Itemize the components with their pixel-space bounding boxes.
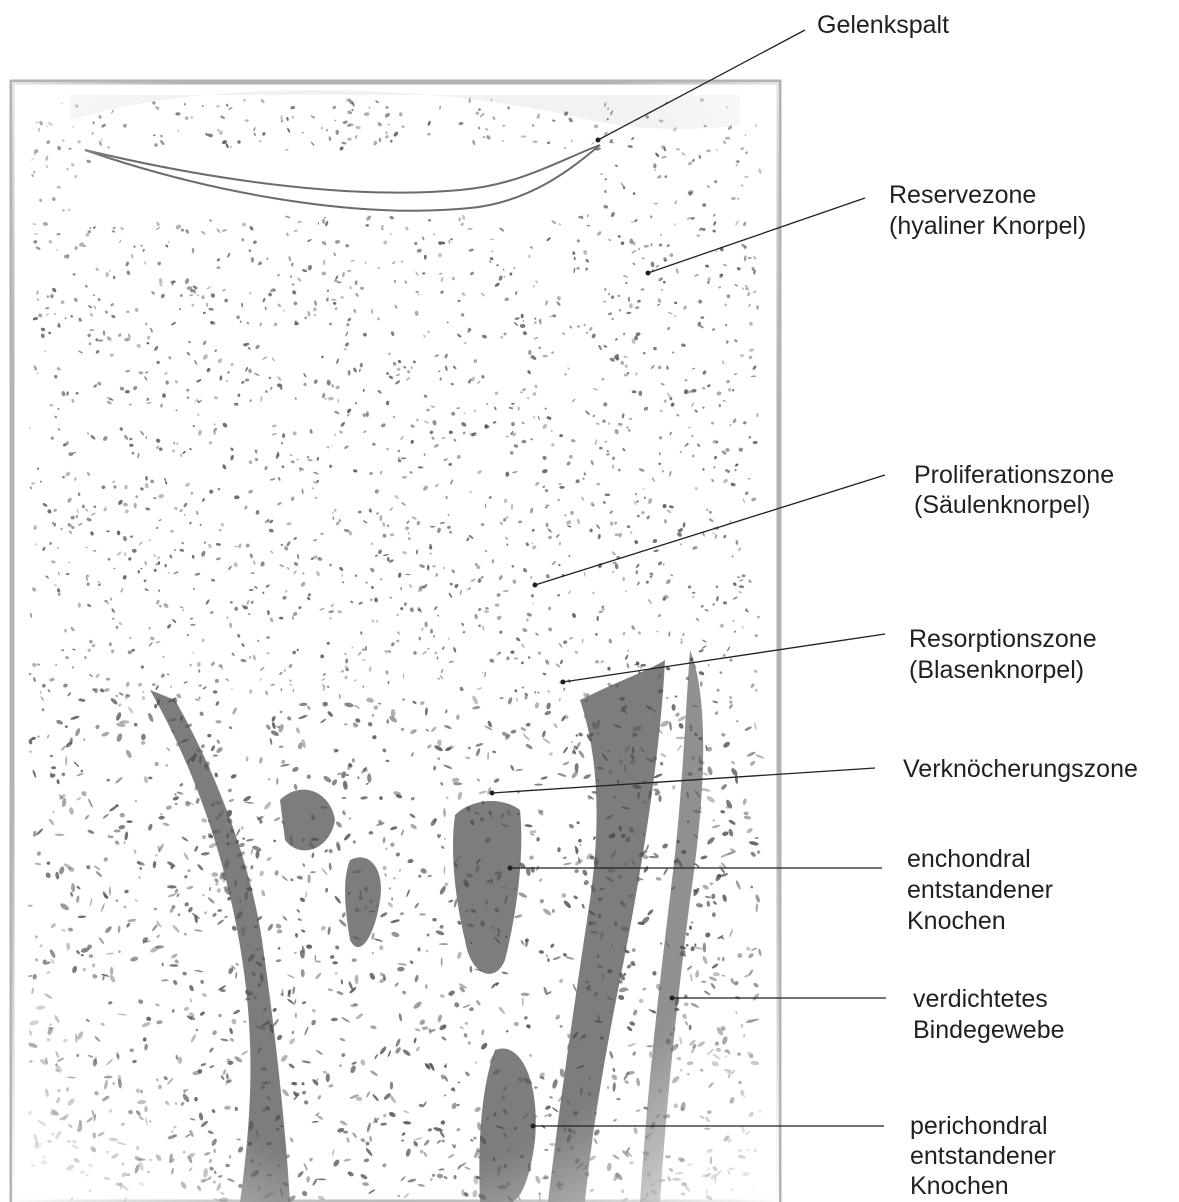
label-perichondral-entstandener: entstandener xyxy=(910,1142,1056,1170)
label-proliferationszone: Proliferationszone xyxy=(914,461,1114,489)
label-resorptionszone: Resorptionszone xyxy=(909,625,1097,653)
label-gelenkspalt: Gelenkspalt xyxy=(817,11,949,39)
dot-enchondral xyxy=(508,866,513,871)
labels: Gelenkspalt Reservezone (hyaliner Knorpe… xyxy=(817,11,1138,1200)
label-saeulenknorpel: (Säulenknorpel) xyxy=(914,491,1091,519)
label-hyaliner-knorpel: (hyaliner Knorpel) xyxy=(889,212,1086,240)
label-bindegewebe: Bindegewebe xyxy=(913,1016,1065,1044)
label-perichondral-knochen: Knochen xyxy=(910,1172,1009,1200)
dot-verknoecherungszone xyxy=(490,791,495,796)
label-enchondral-entstandener: entstandener xyxy=(907,876,1053,904)
dot-verdichtetes xyxy=(670,996,675,1001)
dot-resorptionszone xyxy=(561,680,566,685)
label-verknoecherungszone: Verknöcherungszone xyxy=(903,755,1138,783)
histology-panel xyxy=(12,82,779,1202)
label-enchondral-knochen: Knochen xyxy=(907,907,1006,935)
label-blasenknorpel: (Blasenknorpel) xyxy=(909,656,1084,684)
dot-gelenkspalt xyxy=(596,138,601,143)
dot-reservezone xyxy=(646,271,651,276)
label-reservezone: Reservezone xyxy=(889,181,1036,209)
dot-proliferationszone xyxy=(533,583,538,588)
label-perichondral: perichondral xyxy=(910,1112,1048,1140)
label-enchondral: enchondral xyxy=(907,845,1031,873)
dot-perichondral xyxy=(531,1124,536,1129)
panel-vignette xyxy=(12,82,779,1202)
label-verdichtetes: verdichtetes xyxy=(913,985,1048,1013)
